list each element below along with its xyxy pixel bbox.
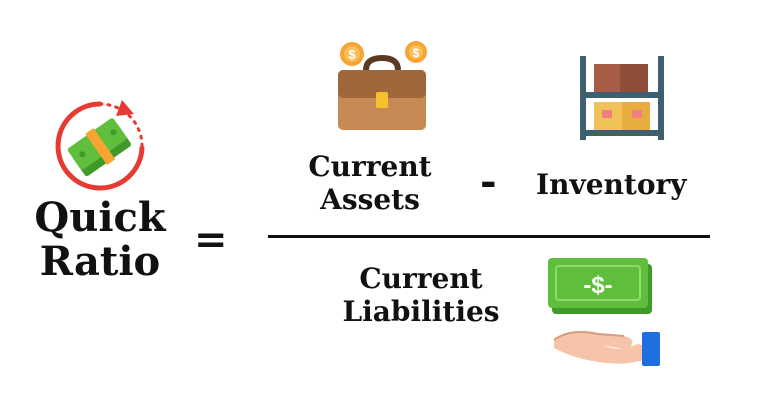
minus-sign: - <box>480 158 497 205</box>
current-liabilities-line1: Current <box>359 262 483 295</box>
current-assets-label: Current Assets <box>290 150 450 216</box>
equals-sign: = <box>194 216 228 263</box>
hand-with-cash-icon: -$- <box>546 254 666 372</box>
current-liabilities-line2: Liabilities <box>342 295 500 328</box>
ratio-word: Ratio <box>39 238 161 285</box>
quick-word: Quick <box>34 194 166 241</box>
quick-ratio-label: Quick Ratio <box>30 196 170 284</box>
fraction-bar <box>268 235 710 238</box>
svg-text:$: $ <box>413 46 420 60</box>
current-assets-line1: Current <box>308 150 432 183</box>
current-assets-line2: Assets <box>320 183 420 216</box>
inventory-label: Inventory <box>536 168 687 201</box>
briefcase-with-coins-icon: $ $ <box>332 40 432 132</box>
current-liabilities-label: Current Liabilities <box>326 262 516 328</box>
cash-cycle-icon <box>52 98 148 194</box>
cash-symbol: -$- <box>583 272 612 299</box>
warehouse-shelf-icon <box>574 54 670 142</box>
svg-text:$: $ <box>348 47 356 62</box>
